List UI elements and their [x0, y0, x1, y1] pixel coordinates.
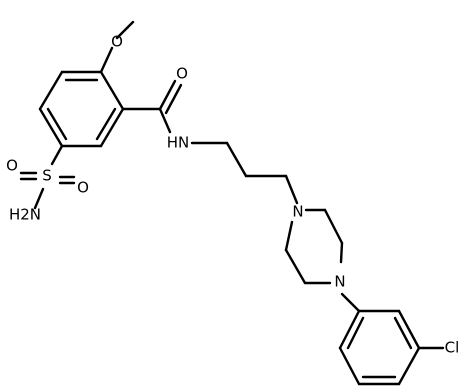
atom-labels: O O HN S O O H2N N N Cl: [6, 33, 459, 357]
carbonyl-oxygen-label: O: [176, 65, 188, 83]
bond-c3-n: [284, 174, 299, 205]
methoxy-oxygen-label: O: [111, 33, 123, 51]
bond-ring2-c: [397, 346, 421, 386]
piperazine-n1-label: N: [292, 203, 303, 221]
sulfonyl-oxygen-right-label: O: [77, 179, 89, 197]
bond-c1-c2: [225, 141, 248, 178]
bond-pip-6: [284, 220, 294, 252]
bond-ring1-b: [99, 107, 125, 148]
bond-ring2-b: [397, 309, 421, 350]
bond-pip-3: [339, 241, 344, 264]
bond-pip-5: [284, 248, 307, 285]
piperazine-n2-label: N: [334, 273, 345, 291]
bond-pip-2: [323, 208, 344, 245]
bond-o-ring: [99, 46, 114, 74]
bond-ring2-inner-3: [346, 316, 365, 350]
bond-ring1-inner-2: [95, 107, 117, 141]
bond-co-1: [158, 79, 177, 111]
bond-ring2-f: [338, 309, 361, 350]
sulfonyl-sulfur-label: S: [42, 167, 52, 185]
sulfonyl-oxygen-left-label: O: [6, 157, 18, 175]
bond-ring1-inner-3: [46, 107, 68, 141]
bonds: [19, 20, 445, 386]
bond-ring1-a: [99, 70, 125, 111]
bond-methyl-o: [115, 20, 135, 40]
bond-co-2: [164, 83, 183, 115]
bond-ring-s: [50, 144, 64, 166]
bond-s-n: [33, 187, 45, 210]
bond-ring2-inner-1: [393, 316, 413, 350]
bond-ring1-d: [38, 107, 64, 148]
sulfonamide-nh2-label: H2N: [9, 206, 41, 224]
amide-nh-label: HN: [167, 134, 190, 152]
bond-ring1-e: [38, 70, 64, 111]
bond-carbonyl-n: [158, 107, 172, 134]
chlorine-label: Cl: [445, 339, 460, 357]
bond-n-aryl: [340, 292, 361, 313]
bond-ring2-e: [338, 346, 361, 386]
